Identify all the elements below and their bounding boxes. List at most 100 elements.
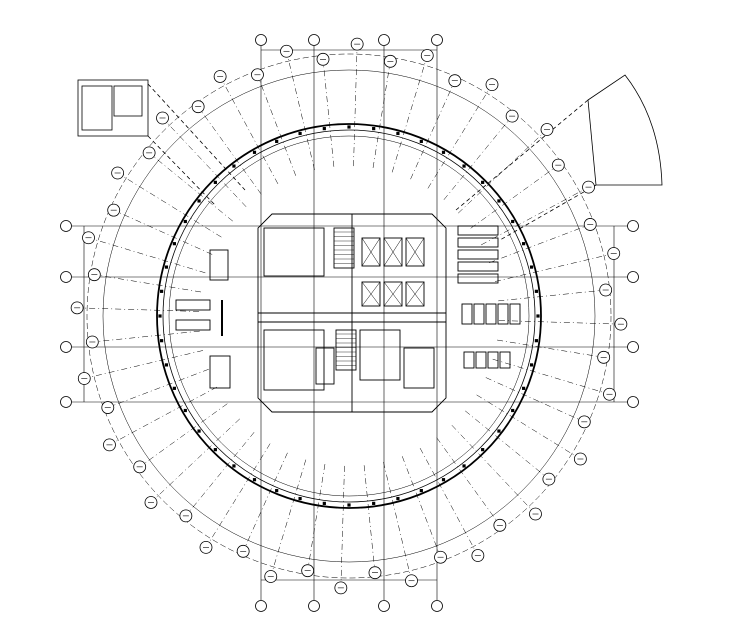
column xyxy=(441,150,446,154)
radial-line xyxy=(166,122,247,207)
radial-line xyxy=(497,339,598,357)
radial-line xyxy=(114,386,218,443)
radial-grid-bubbles xyxy=(70,37,628,595)
radial-line xyxy=(498,290,600,302)
radial-line xyxy=(470,168,554,229)
axis-bubble-right xyxy=(627,396,639,408)
column xyxy=(347,125,351,129)
radial-line xyxy=(465,410,545,476)
core-room xyxy=(263,227,325,277)
core-room xyxy=(359,329,401,381)
column xyxy=(232,164,236,168)
radial-line xyxy=(272,459,307,571)
column xyxy=(481,448,485,452)
radial-line xyxy=(308,464,326,565)
radial-line xyxy=(353,50,358,167)
outline-ring xyxy=(168,135,530,497)
radial-line xyxy=(410,86,453,180)
column xyxy=(213,448,217,452)
column xyxy=(158,314,162,318)
elevator-shaft xyxy=(405,237,425,267)
radial-line xyxy=(222,81,279,185)
outline-ring xyxy=(162,129,536,503)
desk xyxy=(499,351,511,369)
axis-bubble-bottom xyxy=(255,600,267,612)
radial-line xyxy=(245,452,288,546)
shelf xyxy=(457,273,499,284)
leader-line xyxy=(147,83,246,191)
axis-bubble-top xyxy=(308,34,320,46)
radial-line xyxy=(113,368,209,406)
elevator-shaft xyxy=(361,237,381,267)
column xyxy=(497,429,501,433)
building-outline-rings xyxy=(86,53,612,579)
radial-line xyxy=(119,212,213,255)
axis-bubble-right xyxy=(627,271,639,283)
leader-line xyxy=(455,99,589,211)
shelf xyxy=(457,249,499,260)
column xyxy=(347,503,351,507)
column xyxy=(511,408,515,413)
column xyxy=(160,289,164,293)
stair xyxy=(333,227,355,269)
wing-detail-room xyxy=(113,85,143,117)
radial-line xyxy=(98,330,200,342)
column xyxy=(275,489,279,493)
radial-line xyxy=(492,358,604,393)
column xyxy=(183,408,187,413)
leader-line xyxy=(147,135,216,206)
axis-bubble-top xyxy=(255,34,267,46)
radial-line xyxy=(489,226,585,264)
column xyxy=(172,386,176,390)
axis-bubble-right xyxy=(627,341,639,353)
outline-ring xyxy=(86,53,612,579)
core-outline xyxy=(257,213,447,413)
radial-line xyxy=(201,111,262,195)
radial-line xyxy=(189,432,255,512)
column xyxy=(298,496,302,501)
column xyxy=(534,339,538,343)
radial-line xyxy=(287,57,315,171)
column xyxy=(419,139,423,143)
elevator-shaft xyxy=(383,281,403,307)
elevator-cross xyxy=(383,281,403,307)
column xyxy=(534,289,538,293)
desk xyxy=(463,351,475,369)
column xyxy=(372,127,376,131)
radial-line xyxy=(498,320,615,325)
column xyxy=(232,464,236,468)
radial-line xyxy=(100,275,201,293)
column xyxy=(396,496,400,501)
column xyxy=(522,386,526,390)
desk xyxy=(497,303,509,325)
outline-ring xyxy=(102,69,596,563)
column xyxy=(164,363,169,367)
radial-line xyxy=(485,377,579,420)
column xyxy=(197,429,201,433)
column xyxy=(497,199,501,203)
axis-grid-bubbles xyxy=(60,34,639,612)
column xyxy=(160,339,164,343)
elevator-cross xyxy=(405,281,425,307)
radial-line xyxy=(155,418,240,499)
outline-ring xyxy=(156,123,542,509)
radial-line xyxy=(363,465,375,567)
column xyxy=(298,131,302,136)
column xyxy=(529,363,534,367)
radial-line xyxy=(451,425,532,510)
radial-line xyxy=(383,461,411,575)
equipment-box xyxy=(209,355,231,389)
column xyxy=(322,501,326,505)
elevator-cross xyxy=(361,281,381,307)
desk xyxy=(485,303,497,325)
column xyxy=(172,242,176,246)
shelf xyxy=(457,261,499,272)
column xyxy=(441,478,446,482)
column xyxy=(322,127,326,131)
axis-bubble-left xyxy=(60,341,72,353)
radial-line xyxy=(480,189,584,246)
column xyxy=(529,265,534,269)
radial-line xyxy=(340,465,345,582)
elevator-cross xyxy=(361,237,381,267)
